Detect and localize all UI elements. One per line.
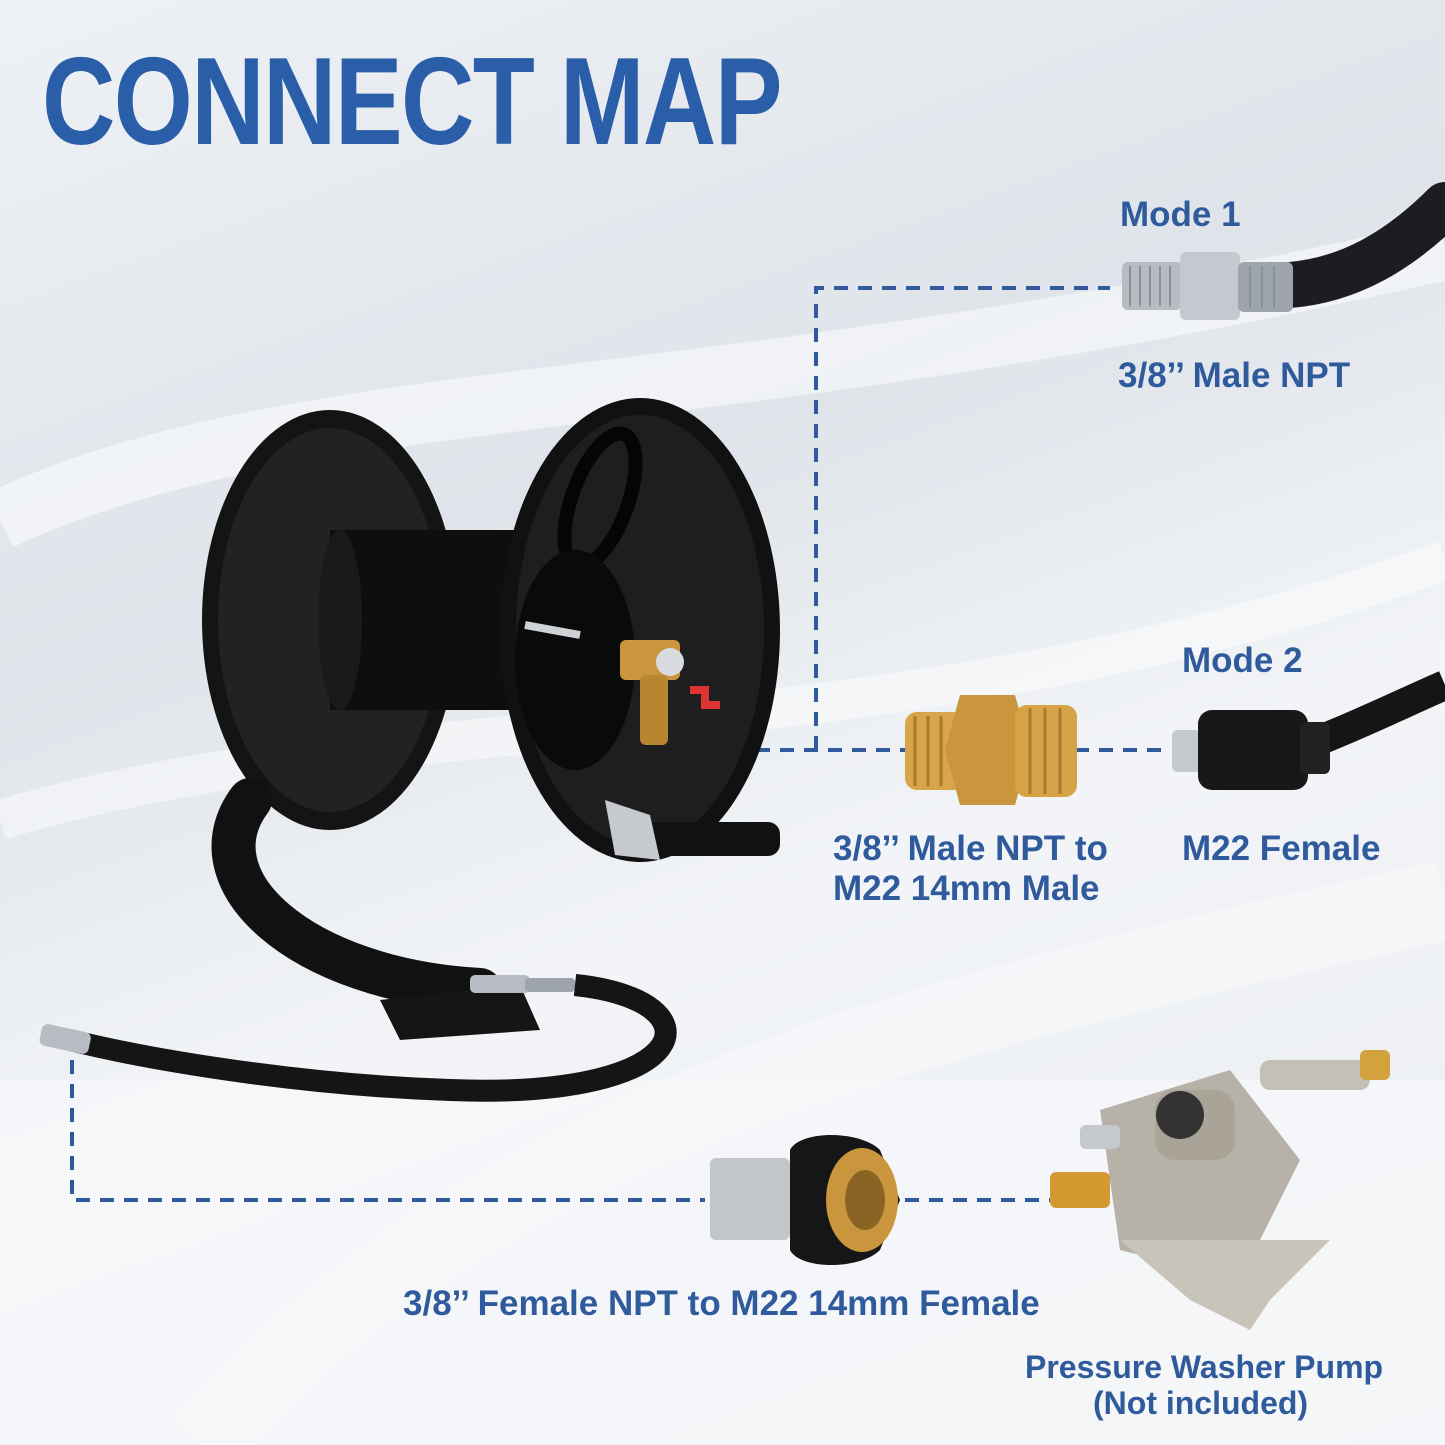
connector-lines [70, 286, 1170, 1202]
adapter-label-line2: M22 14mm Male [833, 869, 1100, 908]
hose-reel [39, 398, 780, 1102]
pressure-washer-pump [1050, 1050, 1390, 1330]
adapter-label-line1: 3/8’’ Male NPT to [833, 829, 1108, 868]
mode1-label: Mode 1 [1120, 195, 1241, 234]
page-title: CONNECT MAP [42, 33, 783, 171]
connector-mode1 [814, 286, 1110, 750]
mode2-label: Mode 2 [1182, 641, 1303, 680]
mode2-hose-fitting [1172, 671, 1445, 790]
m22-female-label: M22 Female [1182, 829, 1381, 868]
pump-label-line1: Pressure Washer Pump [1025, 1349, 1384, 1385]
mode1-hose-fitting [1122, 182, 1445, 320]
connector-bottom [70, 1060, 705, 1202]
female-coupler [710, 1135, 900, 1265]
mode1-fitting-label: 3/8’’ Male NPT [1118, 356, 1351, 395]
pump-label-line2: (Not included) [1093, 1385, 1309, 1421]
brass-adapter-male [905, 695, 1077, 805]
female-coupler-label: 3/8’’ Female NPT to M22 14mm Female [403, 1284, 1040, 1323]
